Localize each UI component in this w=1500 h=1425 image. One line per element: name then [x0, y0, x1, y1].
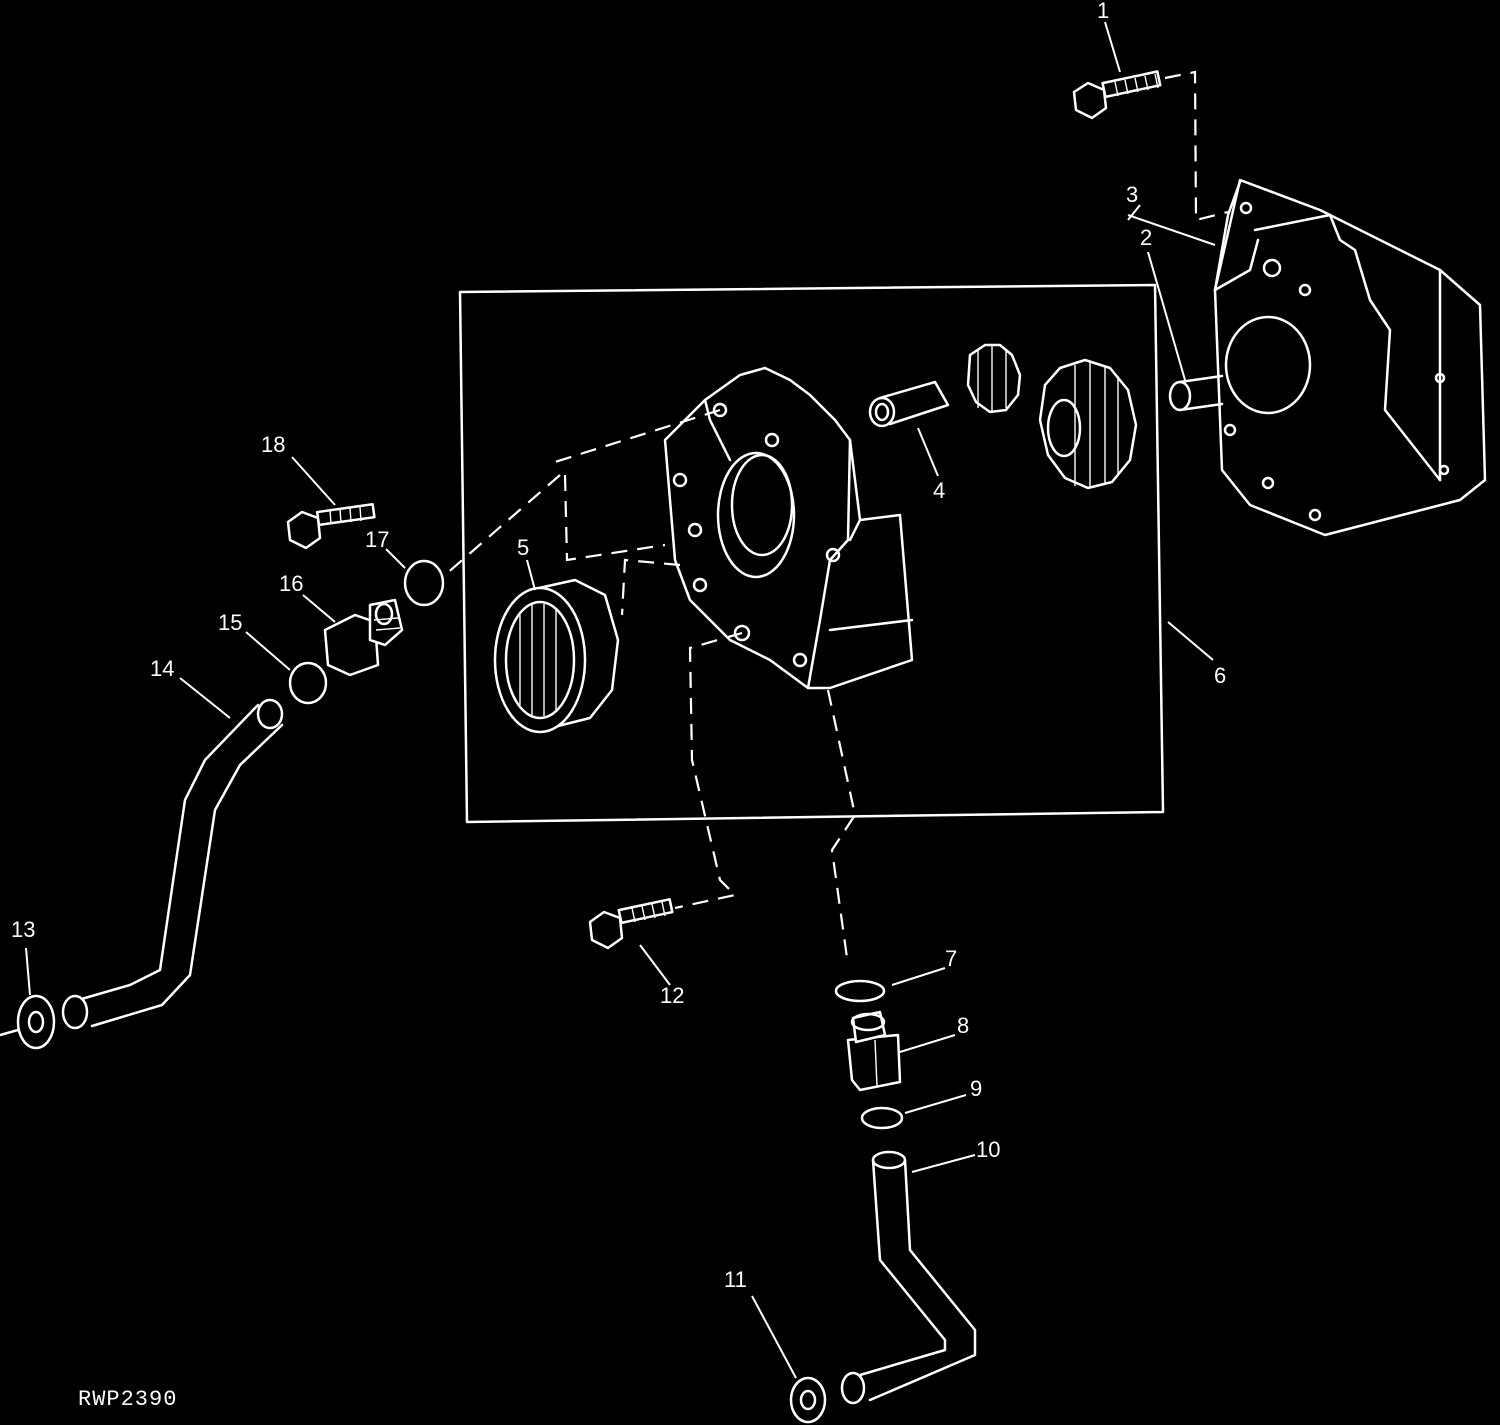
- callout-3: 3: [1126, 182, 1138, 207]
- bolt-18: [286, 503, 376, 550]
- callout-10: 10: [976, 1137, 1000, 1162]
- o-ring-17: [403, 559, 445, 607]
- shaft-4: [868, 380, 950, 428]
- callout-7: 7: [945, 946, 957, 971]
- pump-body: [663, 366, 914, 690]
- callout-11: 11: [724, 1267, 747, 1292]
- washer-11: [789, 1376, 827, 1424]
- dowel-pin-2: [1168, 374, 1224, 412]
- callout-12: 12: [660, 983, 684, 1008]
- callout-17: 17: [365, 527, 389, 552]
- callout-18: 18: [261, 432, 285, 457]
- callout-13: 13: [11, 917, 35, 942]
- callout-9: 9: [970, 1076, 982, 1101]
- washer-13: [0, 994, 56, 1050]
- o-ring-7: [834, 979, 886, 1003]
- washer-15: [288, 661, 328, 705]
- subassembly-frame: [458, 283, 1165, 824]
- figure-code: RWP2390: [78, 1387, 177, 1412]
- callout-15: 15: [218, 610, 242, 635]
- needle-bearing-5: [493, 578, 620, 734]
- small-gear: [966, 343, 1022, 414]
- bolt-12: [588, 898, 674, 950]
- callout-5: 5: [517, 535, 529, 560]
- callout-8: 8: [957, 1013, 969, 1038]
- callout-14: 14: [150, 656, 174, 681]
- callout-1: 1: [1097, 0, 1109, 23]
- fitting-16: [323, 598, 404, 677]
- washer-9: [860, 1106, 904, 1130]
- callout-6: 6: [1214, 663, 1226, 688]
- callout-16: 16: [279, 571, 303, 596]
- pump-cover-3: [1213, 178, 1487, 537]
- callout-4: 4: [933, 478, 945, 503]
- callout-2: 2: [1140, 225, 1152, 250]
- bolt-1: [1072, 70, 1162, 120]
- large-gear: [1038, 358, 1138, 490]
- oil-tube-14: [61, 698, 284, 1030]
- tube-10: [840, 1150, 977, 1405]
- fitting-8: [846, 1010, 902, 1092]
